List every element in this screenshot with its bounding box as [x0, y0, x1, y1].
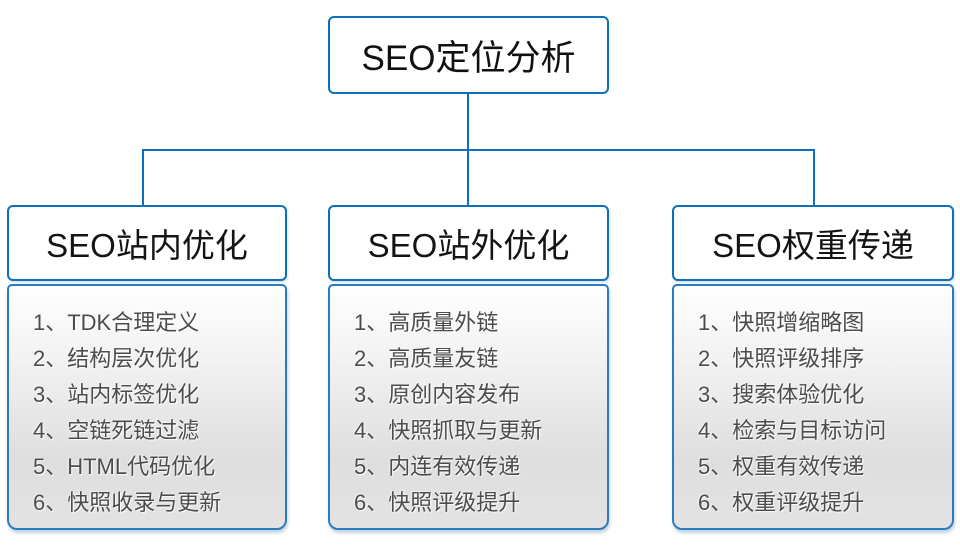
branch-weight: SEO权重传递 1、快照增缩略图 2、快照评级排序 3、搜索体验优化 4、检索与… — [672, 0, 954, 550]
branch-weight-list: 1、快照增缩略图 2、快照评级排序 3、搜索体验优化 4、检索与目标访问 5、权… — [672, 284, 954, 530]
root-node: SEO定位分析 — [328, 16, 609, 94]
branch-offsite-label: SEO站外优化 — [367, 227, 570, 264]
branch-offsite-list: 1、高质量外链 2、高质量友链 3、原创内容发布 4、快照抓取与更新 5、内连有… — [328, 284, 609, 530]
list-item: 6、快照评级提升 — [354, 490, 521, 515]
branch-offsite-header: SEO站外优化 — [328, 205, 609, 281]
list-item: 3、搜索体验优化 — [698, 382, 865, 407]
list-item: 5、HTML代码优化 — [33, 454, 216, 479]
list-item: 2、结构层次优化 — [33, 346, 200, 371]
branch-onsite-label: SEO站内优化 — [46, 227, 248, 264]
list-item: 4、空链死链过滤 — [33, 418, 200, 443]
connector-trunk-line — [467, 93, 469, 150]
branch-onsite-header: SEO站内优化 — [7, 205, 287, 281]
connector-horizontal-line — [142, 149, 815, 151]
connector-drop-right-line — [813, 149, 815, 207]
branch-weight-label: SEO权重传递 — [712, 227, 914, 264]
root-label: SEO定位分析 — [361, 38, 576, 78]
branch-offsite: SEO站外优化 1、高质量外链 2、高质量友链 3、原创内容发布 4、快照抓取与… — [328, 0, 609, 550]
list-item: 6、快照收录与更新 — [33, 490, 222, 515]
list-item: 3、站内标签优化 — [33, 382, 200, 407]
list-item: 2、高质量友链 — [354, 346, 499, 371]
list-item: 1、TDK合理定义 — [33, 310, 200, 335]
branch-weight-header: SEO权重传递 — [672, 205, 954, 281]
list-item: 3、原创内容发布 — [354, 382, 521, 407]
list-item: 4、快照抓取与更新 — [354, 418, 543, 443]
list-item: 2、快照评级排序 — [698, 346, 865, 371]
list-item: 4、检索与目标访问 — [698, 418, 887, 443]
list-item: 1、快照增缩略图 — [698, 310, 865, 335]
branch-onsite: SEO站内优化 1、TDK合理定义 2、结构层次优化 3、站内标签优化 4、空链… — [7, 0, 287, 550]
list-item: 5、权重有效传递 — [698, 454, 865, 479]
connector-drop-center-line — [467, 149, 469, 207]
list-item: 6、权重评级提升 — [698, 490, 865, 515]
connector-drop-left-line — [142, 149, 144, 207]
list-item: 5、内连有效传递 — [354, 454, 521, 479]
list-item: 1、高质量外链 — [354, 310, 499, 335]
branch-onsite-list: 1、TDK合理定义 2、结构层次优化 3、站内标签优化 4、空链死链过滤 5、H… — [7, 284, 287, 530]
